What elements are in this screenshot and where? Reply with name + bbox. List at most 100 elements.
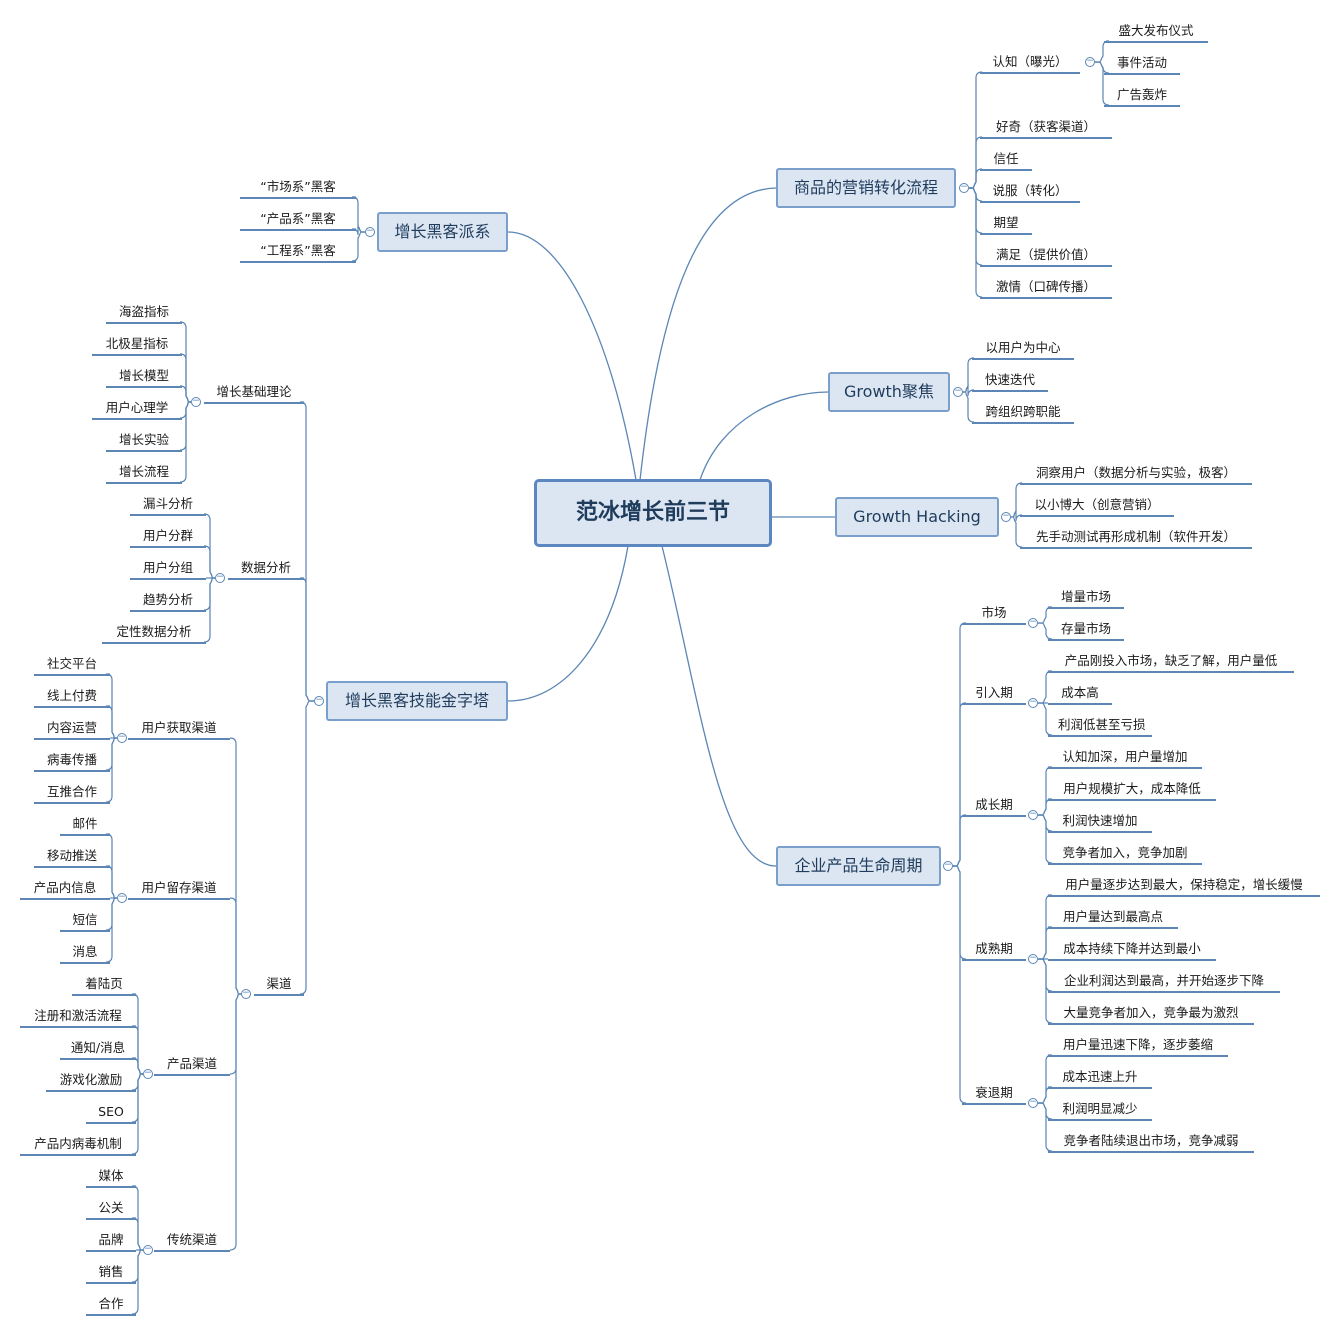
growth-focus-item-2[interactable]: 跨组织跨职能 — [972, 404, 1074, 424]
channel-item-2-4[interactable]: SEO — [86, 1104, 136, 1124]
lifecycle-stage-2[interactable]: 成长期 — [962, 797, 1026, 817]
channel-item-3-1[interactable]: 公关 — [86, 1200, 136, 1220]
branch-growth-focus[interactable]: Growth聚焦 — [828, 372, 950, 412]
channel-item-2-5[interactable]: 产品内病毒机制 — [20, 1136, 136, 1156]
lifecycle-detail-1-0[interactable]: 产品刚投入市场，缺乏了解，用户量低 — [1048, 653, 1294, 673]
channel-item-3-3[interactable]: 销售 — [86, 1264, 136, 1284]
skill-level-2[interactable]: 渠道 — [254, 976, 304, 996]
lifecycle-detail-1-1[interactable]: 成本高 — [1048, 685, 1112, 705]
channel-item-1-3[interactable]: 短信 — [60, 912, 110, 932]
funnel-stage-6[interactable]: 激情（口碑传播） — [980, 279, 1112, 299]
hacker-school-1[interactable]: “产品系”黑客 — [240, 211, 356, 231]
data-analysis-item-4[interactable]: 定性数据分析 — [102, 624, 206, 644]
funnel-stage-1[interactable]: 好奇（获客渠道） — [980, 119, 1112, 139]
branch-product-lifecycle[interactable]: 企业产品生命周期 — [776, 846, 941, 886]
lifecycle-detail-2-0[interactable]: 认知加深，用户量增加 — [1048, 749, 1202, 769]
growth-hacking-item-2[interactable]: 先手动测试再形成机制（软件开发） — [1020, 529, 1252, 549]
lifecycle-detail-1-2[interactable]: 利润低甚至亏损 — [1048, 717, 1152, 737]
collapse-toggle-icon[interactable]: − — [959, 182, 969, 193]
growth-hacking-item-0[interactable]: 洞察用户（数据分析与实验，极客） — [1020, 465, 1252, 485]
channel-item-2-1[interactable]: 注册和激活流程 — [20, 1008, 136, 1028]
channel-item-1-2[interactable]: 产品内信息 — [20, 880, 110, 900]
branch-marketing-funnel[interactable]: 商品的营销转化流程 — [776, 168, 956, 208]
channel-item-3-2[interactable]: 品牌 — [86, 1232, 136, 1252]
branch-growth-hacking[interactable]: Growth Hacking — [835, 497, 999, 537]
channel-group-1[interactable]: 用户留存渠道 — [128, 880, 230, 900]
collapse-toggle-icon[interactable]: − — [1001, 511, 1011, 522]
awareness-tactic-2[interactable]: 广告轰炸 — [1104, 87, 1180, 107]
collapse-toggle-icon[interactable]: − — [117, 732, 127, 743]
collapse-toggle-icon[interactable]: − — [943, 860, 953, 871]
channel-item-0-1[interactable]: 线上付费 — [34, 688, 110, 708]
funnel-stage-4[interactable]: 期望 — [980, 215, 1032, 235]
skill-level-0[interactable]: 增长基础理论 — [204, 384, 304, 404]
theory-item-1[interactable]: 北极星指标 — [92, 336, 182, 356]
lifecycle-detail-4-0[interactable]: 用户量迅速下降，逐步萎缩 — [1048, 1037, 1228, 1057]
channel-group-0[interactable]: 用户获取渠道 — [128, 720, 230, 740]
collapse-toggle-icon[interactable]: − — [1028, 1097, 1038, 1108]
theory-item-4[interactable]: 增长实验 — [106, 432, 182, 452]
data-analysis-item-0[interactable]: 漏斗分析 — [130, 496, 206, 516]
channel-item-1-1[interactable]: 移动推送 — [34, 848, 110, 868]
channel-group-2[interactable]: 产品渠道 — [154, 1056, 230, 1076]
lifecycle-stage-0[interactable]: 市场 — [962, 605, 1026, 625]
lifecycle-detail-0-1[interactable]: 存量市场 — [1048, 621, 1124, 641]
lifecycle-detail-2-3[interactable]: 竞争者加入，竞争加剧 — [1048, 845, 1202, 865]
channel-item-0-0[interactable]: 社交平台 — [34, 656, 110, 676]
collapse-toggle-icon[interactable]: − — [143, 1244, 153, 1255]
channel-item-2-2[interactable]: 通知/消息 — [60, 1040, 136, 1060]
lifecycle-detail-3-0[interactable]: 用户量逐步达到最大，保持稳定，增长缓慢 — [1048, 877, 1320, 897]
lifecycle-detail-0-0[interactable]: 增量市场 — [1048, 589, 1124, 609]
root-topic[interactable]: 范冰增长前三节 — [534, 479, 772, 547]
funnel-stage-0[interactable]: 认知（曝光） — [980, 54, 1080, 74]
funnel-stage-5[interactable]: 满足（提供价值） — [980, 247, 1112, 267]
skill-level-1[interactable]: 数据分析 — [228, 560, 304, 580]
collapse-toggle-icon[interactable]: − — [365, 226, 375, 237]
awareness-tactic-0[interactable]: 盛大发布仪式 — [1104, 23, 1208, 43]
lifecycle-detail-3-1[interactable]: 用户量达到最高点 — [1048, 909, 1178, 929]
channel-item-2-0[interactable]: 着陆页 — [72, 976, 136, 996]
funnel-stage-2[interactable]: 信任 — [980, 151, 1032, 171]
growth-focus-item-1[interactable]: 快速迭代 — [972, 372, 1048, 392]
lifecycle-detail-4-3[interactable]: 竞争者陆续退出市场，竞争减弱 — [1048, 1133, 1254, 1153]
channel-item-0-4[interactable]: 互推合作 — [34, 784, 110, 804]
collapse-toggle-icon[interactable]: − — [1028, 809, 1038, 820]
lifecycle-stage-1[interactable]: 引入期 — [962, 685, 1026, 705]
data-analysis-item-3[interactable]: 趋势分析 — [130, 592, 206, 612]
channel-item-2-3[interactable]: 游戏化激励 — [46, 1072, 136, 1092]
collapse-toggle-icon[interactable]: − — [215, 572, 225, 583]
awareness-tactic-1[interactable]: 事件活动 — [1104, 55, 1180, 75]
channel-item-0-2[interactable]: 内容运营 — [34, 720, 110, 740]
channel-item-1-0[interactable]: 邮件 — [60, 816, 110, 836]
channel-item-1-4[interactable]: 消息 — [60, 944, 110, 964]
lifecycle-detail-3-3[interactable]: 企业利润达到最高，并开始逐步下降 — [1048, 973, 1280, 993]
lifecycle-detail-4-2[interactable]: 利润明显减少 — [1048, 1101, 1152, 1121]
lifecycle-detail-2-1[interactable]: 用户规模扩大，成本降低 — [1048, 781, 1216, 801]
branch-hacker-schools[interactable]: 增长黑客派系 — [377, 212, 508, 252]
data-analysis-item-2[interactable]: 用户分组 — [130, 560, 206, 580]
lifecycle-detail-3-4[interactable]: 大量竞争者加入，竞争最为激烈 — [1048, 1005, 1254, 1025]
lifecycle-detail-2-2[interactable]: 利润快速增加 — [1048, 813, 1152, 833]
theory-item-3[interactable]: 用户心理学 — [92, 400, 182, 420]
channel-item-3-4[interactable]: 合作 — [86, 1296, 136, 1316]
collapse-toggle-icon[interactable]: − — [241, 988, 251, 999]
collapse-toggle-icon[interactable]: − — [1085, 56, 1095, 67]
channel-item-0-3[interactable]: 病毒传播 — [34, 752, 110, 772]
channel-item-3-0[interactable]: 媒体 — [86, 1168, 136, 1188]
growth-hacking-item-1[interactable]: 以小博大（创意营销） — [1020, 497, 1174, 517]
lifecycle-detail-3-2[interactable]: 成本持续下降并达到最小 — [1048, 941, 1216, 961]
growth-focus-item-0[interactable]: 以用户为中心 — [972, 340, 1074, 360]
collapse-toggle-icon[interactable]: − — [117, 892, 127, 903]
collapse-toggle-icon[interactable]: − — [1028, 953, 1038, 964]
hacker-school-0[interactable]: “市场系”黑客 — [240, 179, 356, 199]
theory-item-0[interactable]: 海盗指标 — [106, 304, 182, 324]
lifecycle-stage-3[interactable]: 成熟期 — [962, 941, 1026, 961]
hacker-school-2[interactable]: “工程系”黑客 — [240, 243, 356, 263]
lifecycle-stage-4[interactable]: 衰退期 — [962, 1085, 1026, 1105]
funnel-stage-3[interactable]: 说服（转化） — [980, 183, 1080, 203]
collapse-toggle-icon[interactable]: − — [1028, 617, 1038, 628]
theory-item-5[interactable]: 增长流程 — [106, 464, 182, 484]
lifecycle-detail-4-1[interactable]: 成本迅速上升 — [1048, 1069, 1152, 1089]
data-analysis-item-1[interactable]: 用户分群 — [130, 528, 206, 548]
collapse-toggle-icon[interactable]: − — [314, 695, 324, 706]
